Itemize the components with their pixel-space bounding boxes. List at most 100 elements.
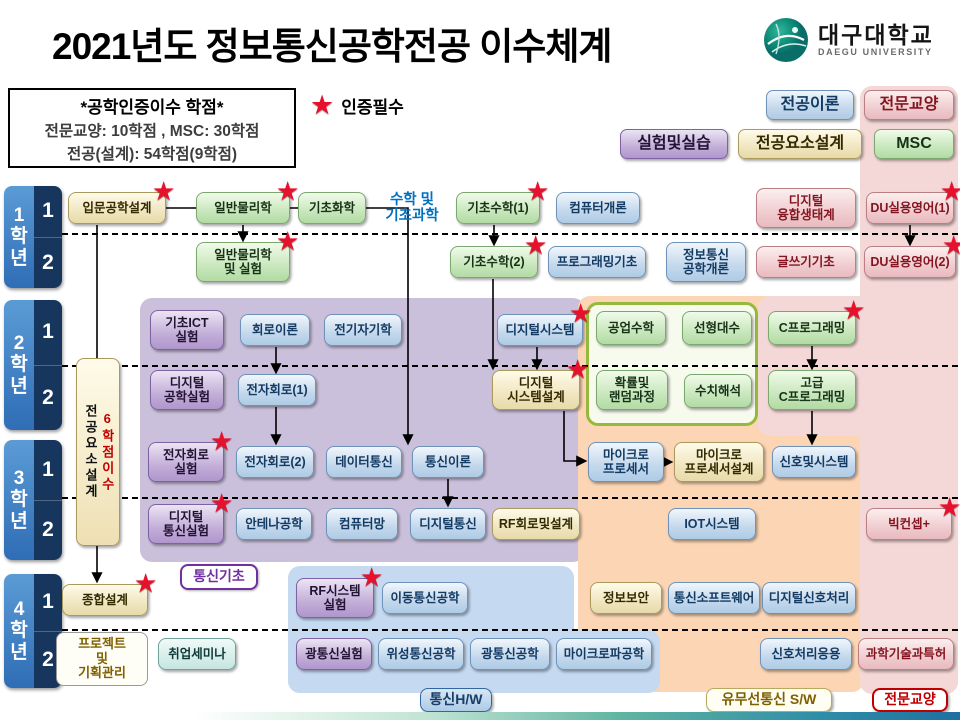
course-satellite-comm-engineering: 위성통신공학 bbox=[378, 638, 464, 670]
course-c-programming: C프로그래밍★ bbox=[768, 299, 864, 345]
year-1-semester-2: 2 bbox=[34, 236, 62, 289]
required-star-icon: ★ bbox=[153, 178, 174, 204]
required-star-icon: ★ bbox=[525, 232, 546, 258]
legend-liberal-arts: 전문교양 bbox=[864, 90, 954, 120]
course-electronic-circuit-2: 전자회로(2) bbox=[236, 446, 314, 478]
course-circuit-theory: 회로이론 bbox=[240, 314, 310, 346]
course-basic-math-2: 기초수학(2)★ bbox=[450, 234, 546, 278]
course-du-practical-english-1: DU실용영어(1)★ bbox=[866, 180, 960, 224]
university-logo-icon bbox=[764, 18, 808, 62]
star-icon: ★ bbox=[310, 90, 335, 120]
course-data-communication: 데이터통신 bbox=[326, 446, 402, 478]
course-iot-system: IOT시스템 bbox=[668, 508, 756, 540]
course-comm-software: 통신소프트웨어 bbox=[668, 582, 760, 614]
cert-box-line-2: 전공(설계): 54학점(9학점) bbox=[66, 145, 238, 163]
course-optical-comm-lab: 광통신실험 bbox=[296, 638, 372, 670]
star-legend-label: 인증필수 bbox=[341, 98, 404, 117]
year-2-semester-2: 2 bbox=[34, 364, 62, 431]
course-big-concept-plus: 빅컨셉+★ bbox=[866, 496, 960, 540]
semester-divider bbox=[62, 629, 958, 631]
course-computer-network: 컴퓨터망 bbox=[326, 508, 398, 540]
course-signals-and-systems: 신호및시스템 bbox=[772, 446, 856, 478]
page-title: 2021년도 정보통신공학전공 이수체계 bbox=[52, 26, 612, 67]
cert-box-line-1: 전문교양: 10학점 , MSC: 30학점 bbox=[44, 122, 260, 140]
course-general-physics: 일반물리학★ bbox=[196, 180, 298, 224]
year-3-semester-1: 1 bbox=[42, 457, 54, 481]
tag-liberal-arts-bottom: 전문교양 bbox=[872, 688, 948, 712]
course-optical-comm-engineering: 광통신공학 bbox=[470, 638, 550, 670]
year-2-semester-1: 1 bbox=[42, 320, 54, 344]
legend-element-design: 전공요소설계 bbox=[738, 129, 862, 159]
course-du-practical-english-2: DU실용영어(2)★ bbox=[864, 234, 960, 278]
course-capstone-design: 종합설계★ bbox=[62, 572, 156, 616]
course-rf-circuit-and-design: RF회로및설계 bbox=[492, 508, 580, 540]
legend-msc: MSC bbox=[874, 129, 954, 159]
bottom-accent-bar bbox=[0, 712, 960, 720]
tag-comm-basics: 통신기초 bbox=[180, 564, 258, 590]
tag-comm-hardware: 통신H/W bbox=[420, 688, 492, 712]
course-basic-writing: 글쓰기기초 bbox=[756, 246, 856, 278]
course-intro-engineering-design: 입문공학설계★ bbox=[68, 180, 174, 224]
year-4-semester-1: 1 bbox=[42, 590, 54, 614]
course-linear-algebra: 선형대수 bbox=[682, 311, 752, 345]
legend-major-theory: 전공이론 bbox=[766, 90, 854, 120]
course-science-tech-and-patent: 과학기술과특허 bbox=[858, 638, 954, 670]
course-basic-math-1: 기초수학(1)★ bbox=[456, 180, 548, 224]
university-name: 대구대학교 DAEGU UNIVERSITY bbox=[818, 23, 934, 57]
required-star-icon: ★ bbox=[135, 570, 156, 596]
course-mobile-comm-engineering: 이동통신공학 bbox=[382, 582, 468, 614]
legend-lab-practice: 실험및실습 bbox=[620, 129, 728, 159]
course-information-security: 정보보안 bbox=[590, 582, 662, 614]
course-electronic-circuit-1: 전자회로(1) bbox=[238, 374, 316, 406]
course-engineering-math: 공업수학 bbox=[596, 311, 666, 345]
course-numerical-analysis: 수치해석 bbox=[684, 374, 752, 408]
course-basic-chemistry: 기초화학 bbox=[298, 192, 366, 224]
cert-box-title: *공학인증이수 학점* bbox=[80, 97, 224, 117]
university-name-en: DAEGU UNIVERSITY bbox=[818, 47, 933, 58]
course-programming-basics: 프로그래밍기초 bbox=[548, 246, 646, 278]
university-name-kr: 대구대학교 bbox=[818, 21, 934, 48]
required-star-legend: ★ 인증필수 bbox=[310, 92, 404, 119]
course-electromagnetics: 전기자기학 bbox=[324, 314, 402, 346]
semester-divider bbox=[62, 365, 958, 367]
course-computer-intro: 컴퓨터개론 bbox=[556, 192, 640, 224]
course-digital-system: 디지털시스템★ bbox=[497, 302, 591, 346]
required-star-icon: ★ bbox=[277, 178, 298, 204]
year-1-semester-1: 1 bbox=[42, 199, 54, 223]
course-communication-theory: 통신이론 bbox=[412, 446, 484, 478]
course-signal-processing-application: 신호처리응용 bbox=[760, 638, 852, 670]
course-digital-communication: 디지털통신 bbox=[410, 508, 486, 540]
semester-divider bbox=[62, 497, 958, 499]
university-logo: 대구대학교 DAEGU UNIVERSITY bbox=[762, 16, 934, 64]
certification-credits-box: *공학인증이수 학점* 전문교양: 10학점 , MSC: 30학점 전공(설계… bbox=[8, 88, 296, 168]
course-career-seminar: 취업세미나 bbox=[158, 638, 236, 670]
course-antenna-engineering: 안테나공학 bbox=[236, 508, 312, 540]
semester-divider bbox=[62, 233, 958, 235]
tag-wired-wireless-comm-sw: 유무선통신 S/W bbox=[706, 688, 832, 712]
